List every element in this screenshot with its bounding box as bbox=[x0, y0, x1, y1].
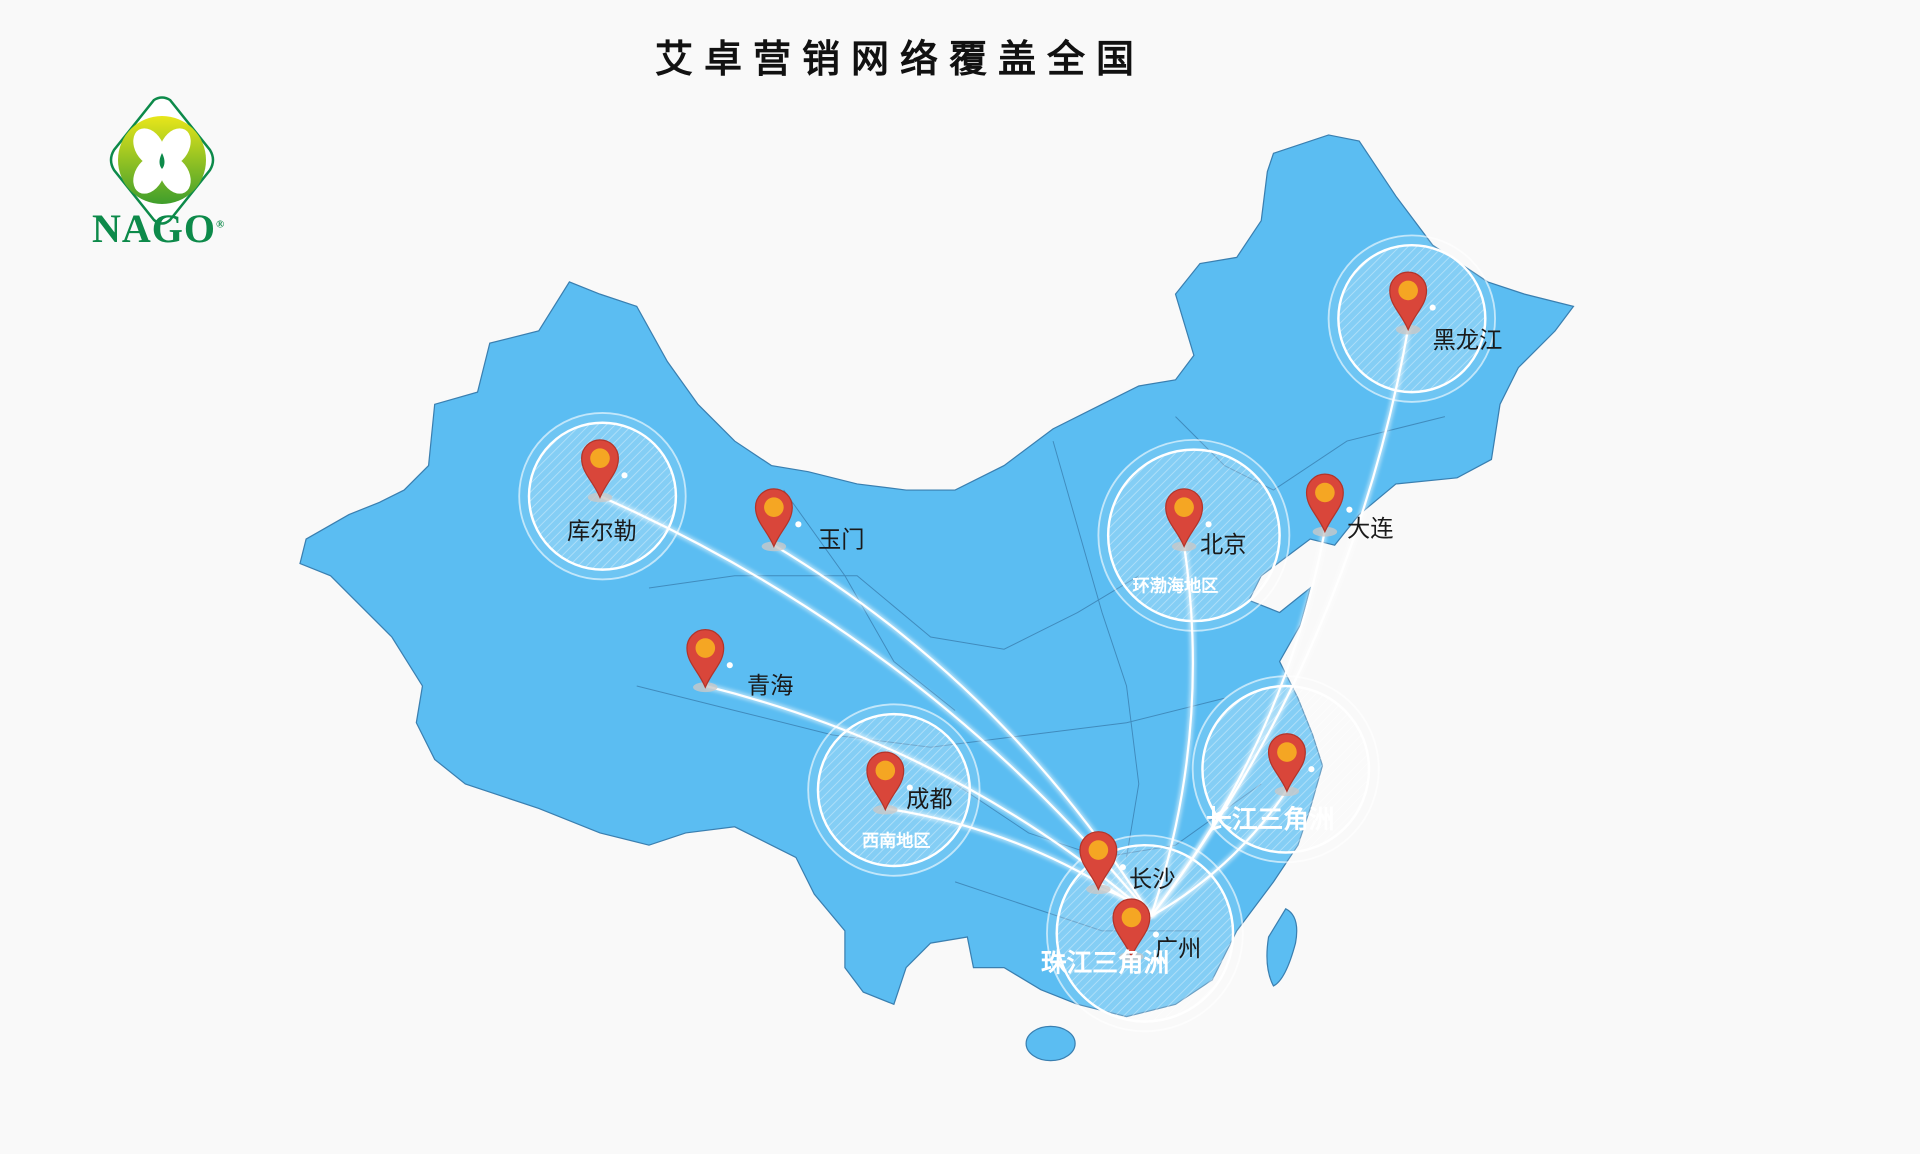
map-pin-yangtze-delta-icon[interactable] bbox=[1267, 733, 1315, 797]
route-arc-heilongjiang bbox=[1150, 328, 1410, 917]
label-chengdu: 成都 bbox=[906, 786, 953, 813]
route-arc-beijing bbox=[1149, 545, 1194, 917]
label-changsha: 长沙 bbox=[1129, 866, 1176, 893]
label-qinghai: 青海 bbox=[747, 672, 794, 699]
label-southwest-region: 西南地区 bbox=[862, 830, 930, 851]
logo-text: NAGO® bbox=[92, 206, 226, 251]
map-pin-heilongjiang-icon[interactable] bbox=[1389, 271, 1436, 335]
label-beijing: 北京 bbox=[1200, 532, 1247, 559]
map-pin-chengdu-icon[interactable] bbox=[866, 751, 913, 815]
label-guangzhou: 广州 bbox=[1155, 936, 1202, 963]
nago-logo-icon bbox=[109, 96, 215, 225]
label-yangtze-delta: 长江三角洲 bbox=[1206, 804, 1335, 835]
map-pin-dalian-icon[interactable] bbox=[1305, 473, 1353, 537]
label-korla: 库尔勒 bbox=[567, 518, 637, 545]
label-pearl-delta: 珠江三角洲 bbox=[1041, 947, 1170, 978]
map-pin-korla-icon[interactable] bbox=[581, 439, 628, 503]
label-heilongjiang: 黑龙江 bbox=[1433, 327, 1503, 354]
label-yumen: 玉门 bbox=[818, 527, 865, 554]
map-pin-qinghai-icon[interactable] bbox=[686, 629, 733, 693]
labels: 库尔勒 玉门 青海 成都 西南地区 长沙 广州 珠江三角洲 北京 环渤海地区 大… bbox=[567, 327, 1502, 978]
map-pin-changsha-icon[interactable] bbox=[1079, 831, 1126, 895]
map-pin-beijing-icon[interactable] bbox=[1165, 488, 1212, 552]
map-pin-guangzhou-icon[interactable] bbox=[1112, 898, 1159, 962]
label-dalian: 大连 bbox=[1347, 516, 1394, 543]
map-pin-yumen-icon[interactable] bbox=[754, 488, 802, 552]
label-bohai-region: 环渤海地区 bbox=[1133, 576, 1219, 597]
page-title: 艾卓营销网络覆盖全国 bbox=[655, 37, 1146, 81]
route-arc-yangtze-delta bbox=[1150, 789, 1288, 918]
